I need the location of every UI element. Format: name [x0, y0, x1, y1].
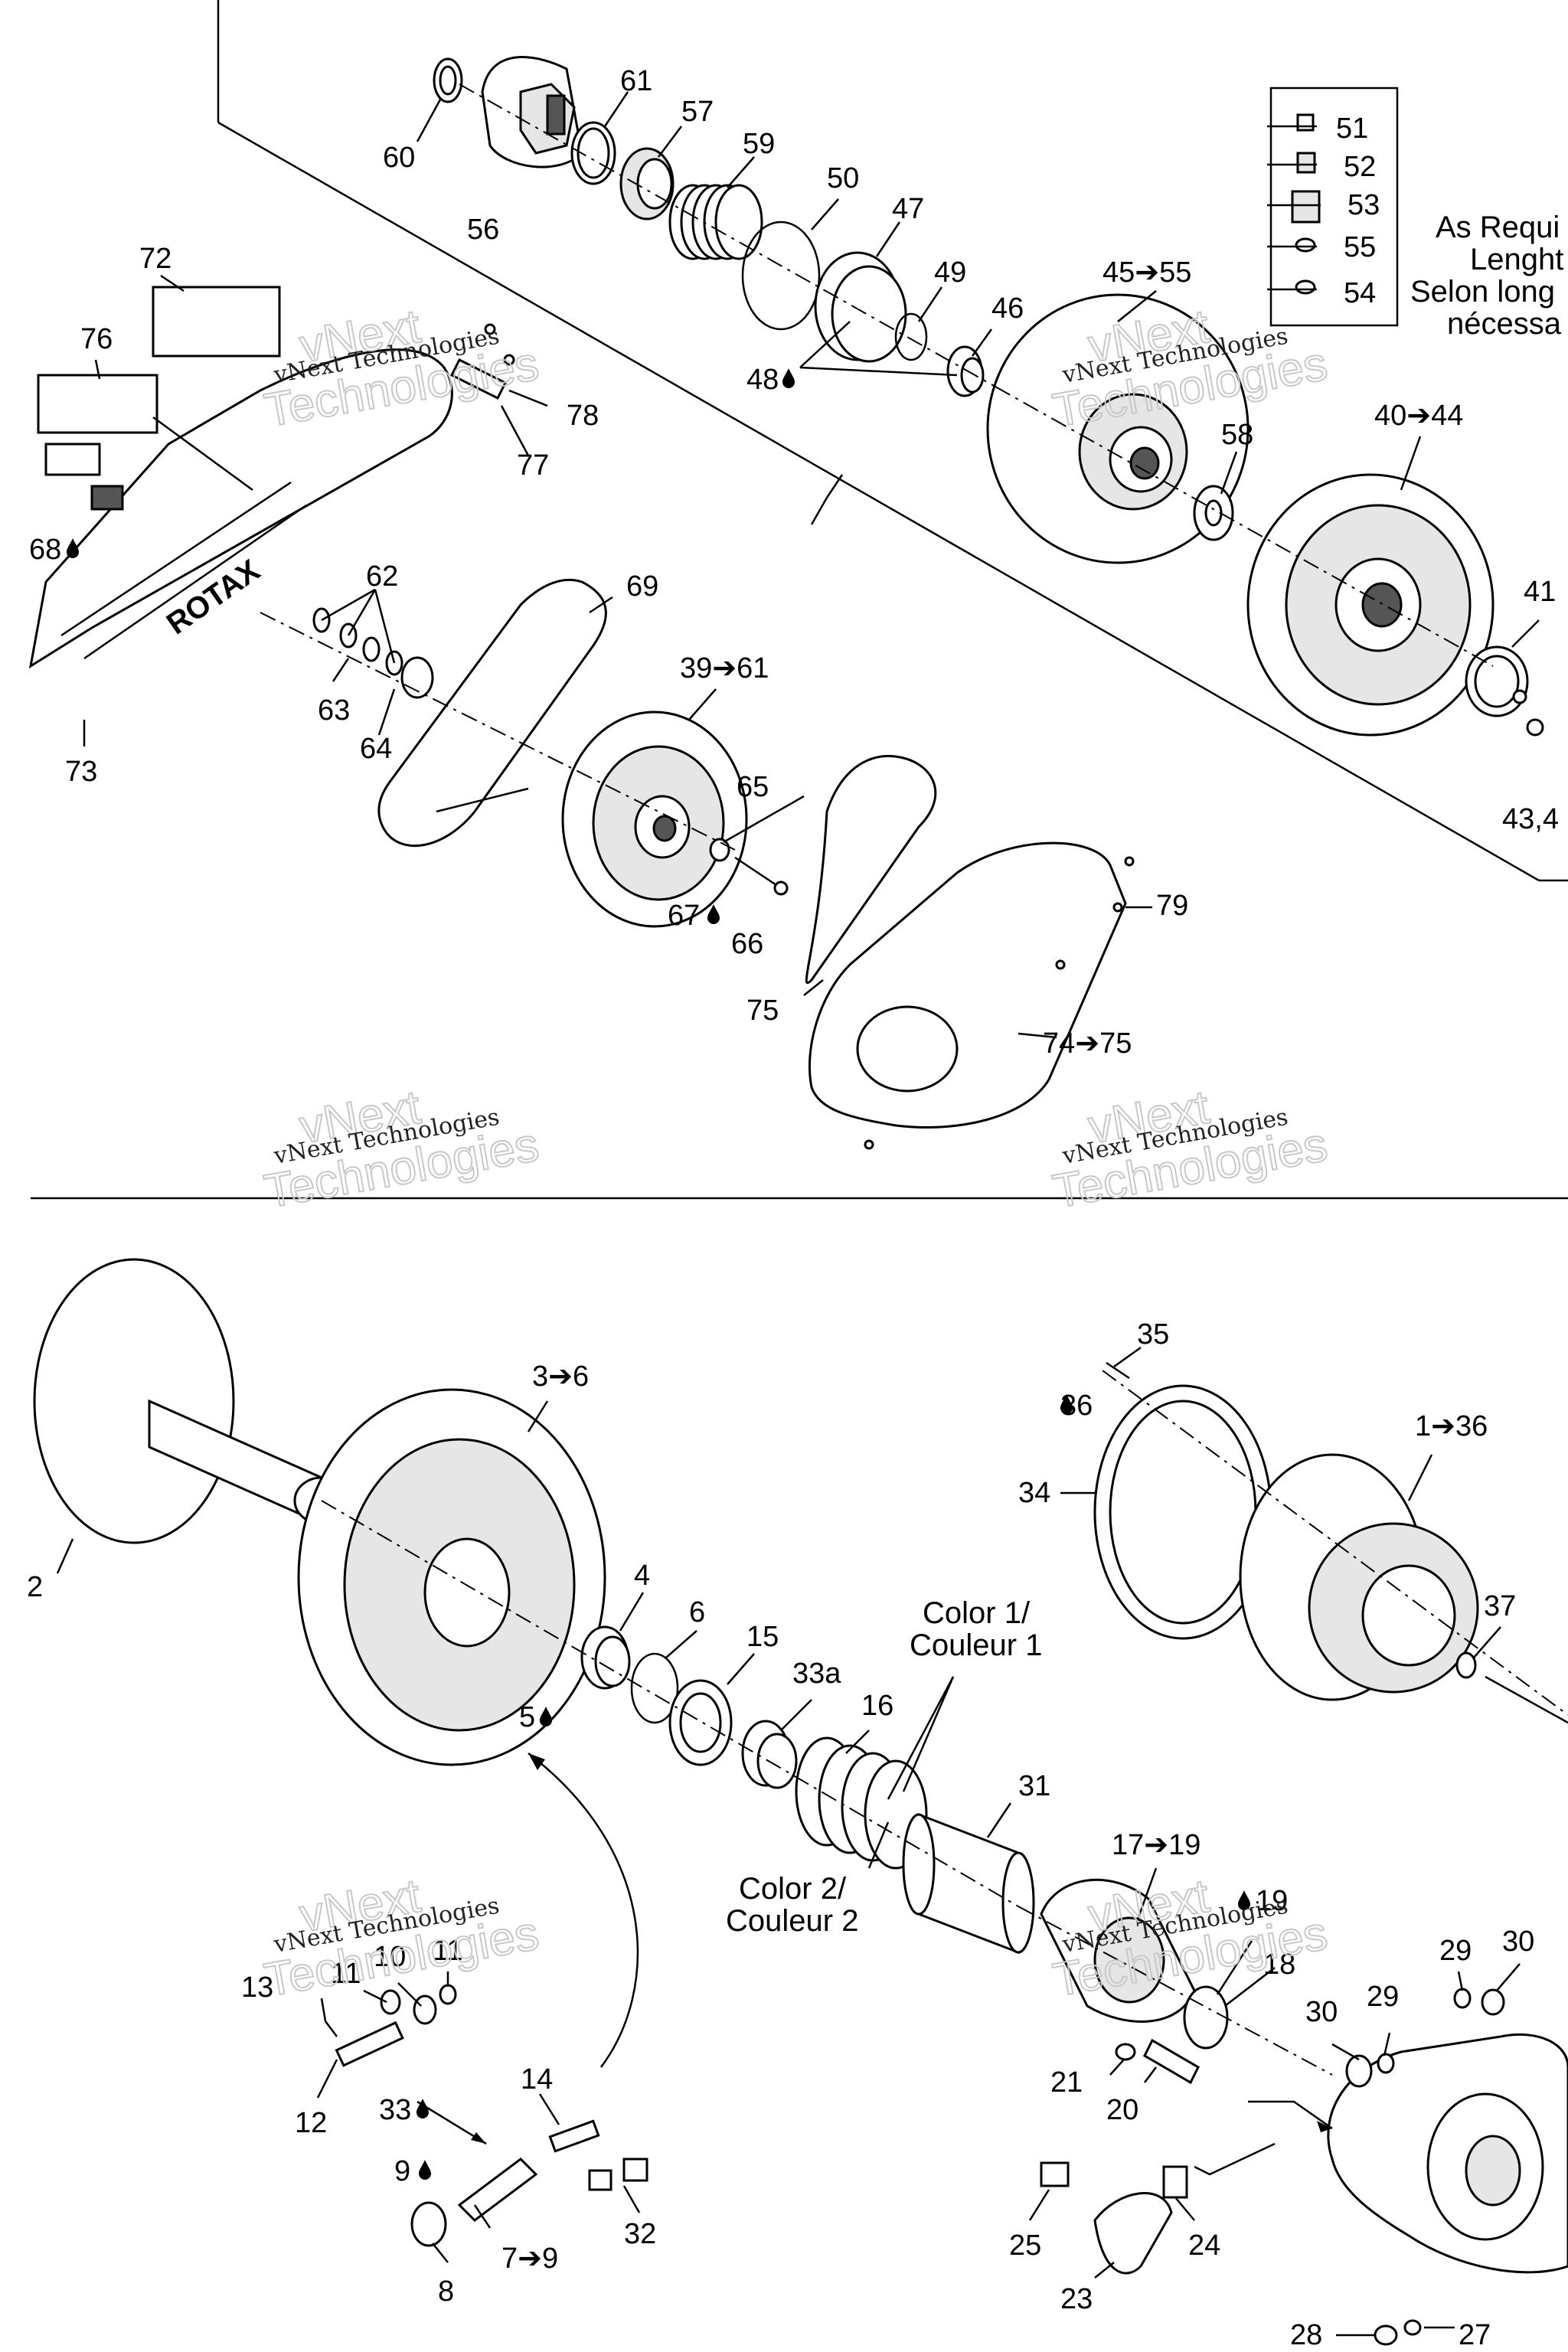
- label-58: 58: [1221, 419, 1253, 451]
- label-75: 75: [746, 995, 779, 1027]
- label-37: 37: [1484, 1590, 1516, 1622]
- label-60: 60: [383, 142, 415, 174]
- label-32: 32: [624, 2218, 656, 2250]
- label-25: 25: [1009, 2230, 1041, 2262]
- note-as-required-1: As Requi: [1436, 211, 1560, 244]
- label-59: 59: [743, 128, 775, 160]
- label-16: 16: [861, 1690, 893, 1722]
- oil-drop-icon: [707, 904, 720, 924]
- label-8: 8: [438, 2275, 454, 2308]
- label-54: 54: [1344, 277, 1376, 309]
- label-67: 67: [668, 900, 700, 932]
- label-11a: 11: [331, 1958, 361, 1990]
- label-48: 48: [746, 364, 779, 396]
- label-29b: 29: [1439, 1935, 1472, 1967]
- label-62: 62: [366, 560, 398, 593]
- label-12: 12: [295, 2107, 327, 2139]
- label-24: 24: [1188, 2230, 1220, 2262]
- label-77: 77: [517, 449, 549, 482]
- label-40-44: 40➔44: [1374, 400, 1463, 432]
- label-15: 15: [746, 1621, 779, 1653]
- label-31: 31: [1018, 1770, 1050, 1802]
- label-19: 19: [1256, 1885, 1288, 1917]
- label-74-75: 74➔75: [1043, 1027, 1132, 1060]
- label-1-36: 1➔36: [1415, 1410, 1488, 1442]
- label-51: 51: [1336, 113, 1368, 145]
- label-65: 65: [737, 771, 769, 803]
- leader-lines: [56, 91, 1540, 2337]
- label-47: 47: [892, 193, 924, 225]
- label-30a: 30: [1305, 1996, 1338, 2028]
- label-61: 61: [620, 65, 652, 97]
- label-79: 79: [1156, 890, 1188, 922]
- note-as-required-4: nécessa: [1447, 307, 1562, 341]
- label-33: 33: [379, 2094, 411, 2126]
- note-as-required-3: Selon long: [1410, 275, 1555, 309]
- label-73: 73: [65, 756, 97, 788]
- label-4: 4: [634, 1560, 650, 1592]
- oil-drop-icon: [67, 538, 79, 558]
- label-29a: 29: [1367, 1981, 1399, 2013]
- label-14: 14: [521, 2063, 553, 2096]
- label-41: 41: [1524, 576, 1556, 608]
- label-46: 46: [991, 292, 1024, 325]
- label-52: 52: [1344, 151, 1376, 183]
- note-as-required-2: Lenght: [1470, 243, 1563, 276]
- label-39-61: 39➔61: [680, 652, 769, 684]
- label-76: 76: [80, 323, 113, 355]
- section-dividers: [31, 0, 1568, 1200]
- label-63: 63: [318, 694, 350, 727]
- label-69: 69: [626, 570, 658, 603]
- label-17-19: 17➔19: [1112, 1829, 1200, 1861]
- label-68: 68: [29, 534, 61, 566]
- label-43-4: 43,4: [1502, 803, 1559, 835]
- note-color2-line1: Color 2/: [739, 1872, 847, 1906]
- label-27: 27: [1459, 2319, 1491, 2351]
- label-56: 56: [467, 214, 499, 246]
- label-6: 6: [689, 1596, 705, 1628]
- label-9: 9: [394, 2155, 410, 2187]
- label-3-6: 3➔6: [532, 1361, 589, 1393]
- label-78: 78: [567, 400, 599, 432]
- label-10: 10: [374, 1941, 406, 1973]
- label-64: 64: [360, 733, 392, 765]
- oil-drop-icon: [419, 2160, 431, 2180]
- label-53: 53: [1348, 189, 1380, 221]
- label-20: 20: [1106, 2094, 1138, 2126]
- label-49: 49: [934, 256, 966, 289]
- note-color2-line2: Couleur 2: [726, 1904, 858, 1938]
- label-5: 5: [519, 1701, 535, 1733]
- label-23: 23: [1060, 2283, 1093, 2315]
- label-66: 66: [731, 928, 763, 960]
- label-50: 50: [827, 162, 859, 194]
- note-color1-line2: Couleur 1: [910, 1628, 1042, 1662]
- label-33a: 33a: [792, 1658, 841, 1690]
- label-21: 21: [1050, 2066, 1083, 2099]
- label-13: 13: [241, 1971, 273, 2004]
- label-18: 18: [1263, 1949, 1295, 1981]
- label-30b: 30: [1502, 1926, 1534, 1958]
- label-7-9: 7➔9: [501, 2243, 558, 2275]
- label-45-55: 45➔55: [1102, 256, 1191, 289]
- label-55: 55: [1344, 231, 1376, 263]
- label-57: 57: [681, 96, 714, 128]
- top-section-parts: ROTAX: [28, 56, 1544, 1150]
- note-color1-line1: Color 1/: [923, 1596, 1031, 1630]
- label-2: 2: [27, 1571, 43, 1603]
- oil-drop-icon: [782, 368, 795, 388]
- label-34: 34: [1018, 1477, 1050, 1509]
- label-35: 35: [1137, 1318, 1169, 1351]
- bottom-section-parts: [33, 1258, 1568, 2346]
- label-72: 72: [139, 243, 172, 275]
- label-28: 28: [1290, 2319, 1322, 2351]
- callout-labels: 60 61 57 59 50 47 49 46 48 45➔55 56 51 5…: [27, 65, 1563, 2351]
- label-11b: 11: [433, 1935, 462, 1967]
